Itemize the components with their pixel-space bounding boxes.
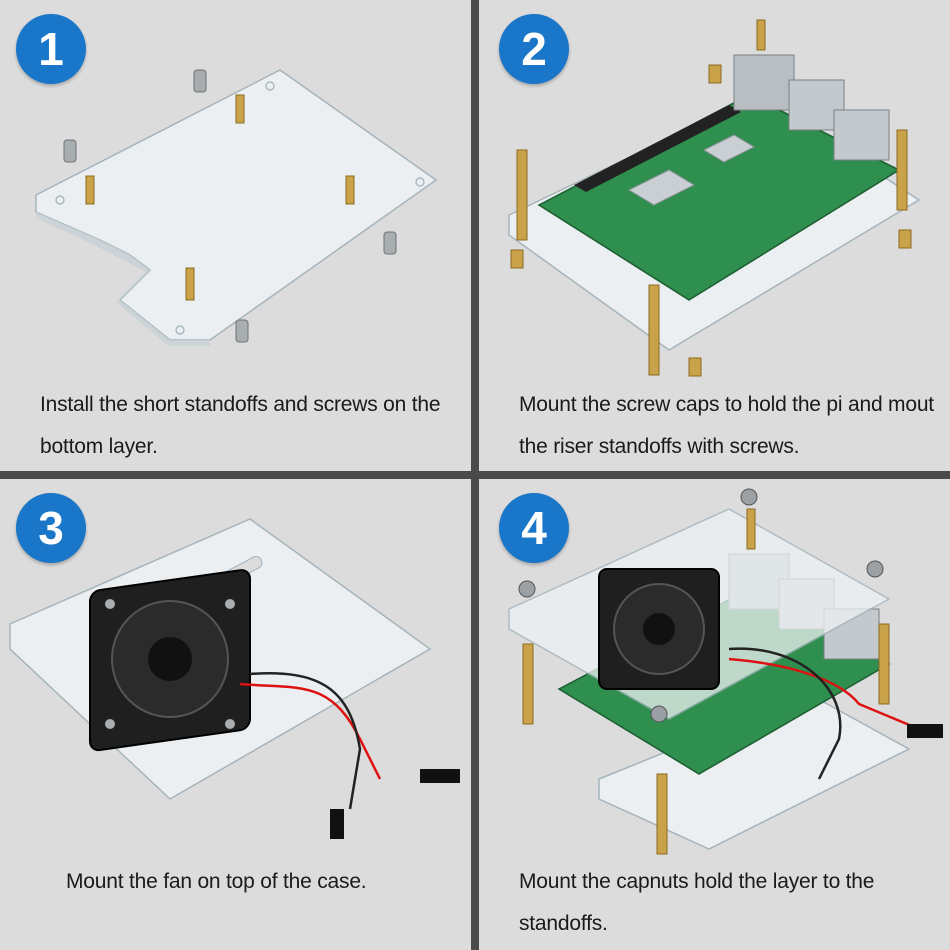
fan-icon (598, 568, 720, 690)
fan-icon (89, 569, 251, 752)
step-caption: Mount the screw caps to hold the pi and … (519, 393, 934, 458)
step-number-badge: 2 (499, 14, 569, 84)
bottom-layer-illustration (35, 69, 438, 346)
step-number-badge: 1 (16, 14, 86, 84)
connector-icon (420, 769, 460, 783)
standoff-icon (522, 508, 890, 855)
screw-icon (63, 69, 397, 343)
step-caption: Mount the fan on top of the case. (66, 870, 367, 893)
step-4-panel: 4 Mount the capnuts hold the layer to th… (479, 479, 950, 950)
step-3-panel: 3 Mount the fan on top of the case. (0, 479, 471, 950)
screw-cap-icon (510, 64, 912, 377)
step-number-badge: 4 (499, 493, 569, 563)
connector-icon (330, 809, 344, 839)
fan-mount-illustration (9, 518, 460, 839)
step-number-badge: 3 (16, 493, 86, 563)
step-2-panel: 2 Mount the screw caps to hold the pi an… (479, 0, 950, 471)
step-1-panel: 1 Install the short standoffs and screws… (0, 0, 471, 471)
connector-icon (907, 724, 943, 738)
assembled-case-illustration (508, 488, 943, 855)
pi-mount-illustration (508, 19, 921, 377)
step-caption: Install the short standoffs and screws o… (40, 393, 441, 458)
capnut-icon (518, 488, 884, 723)
standoff-icon (85, 94, 355, 301)
riser-standoff-icon (516, 19, 908, 376)
step-caption: Mount the capnuts hold the layer to the … (519, 870, 875, 935)
